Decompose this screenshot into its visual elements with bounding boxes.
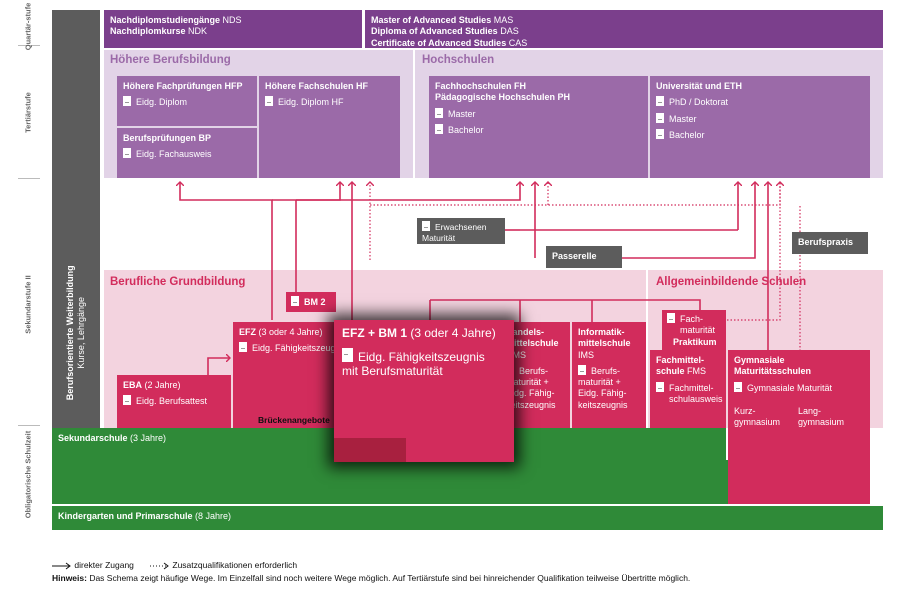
document-icon: [342, 348, 353, 362]
document-icon: [435, 123, 443, 134]
highlight-corner-shade: [334, 438, 406, 462]
hoehere-title: Höhere Berufsbildung: [110, 54, 231, 66]
document-icon: [656, 128, 664, 139]
fh-ph-box: Fachhochschulen FH Pädagogische Hochschu…: [429, 76, 648, 178]
document-icon: [578, 364, 586, 375]
document-icon: [123, 96, 131, 107]
brueckenangebote-label: Brückenangebote: [258, 415, 330, 425]
fms-box: Fachmittel- schule FMS Fachmittel- schul…: [650, 350, 726, 428]
legend-note: Hinweis: Das Schema zeigt häufige Wege. …: [52, 573, 691, 583]
sekundarschule-label: Sekundarschule (3 Jahre): [58, 433, 167, 443]
grundbildung-title: Berufliche Grundbildung: [110, 276, 246, 288]
eba-box: EBA (2 Jahre) Eidg. Berufsattest: [117, 375, 231, 428]
quartaer-right-box: Master of Advanced Studies MAS Diploma o…: [365, 10, 883, 48]
legend-extra: Zusatzqualifikationen erforderlich: [150, 560, 297, 570]
gymnasium-box: Gymnasiale Maturitätsschulen Gymnasiale …: [728, 350, 870, 504]
document-icon: [291, 296, 299, 306]
document-icon: [422, 221, 430, 231]
document-icon: [667, 313, 675, 323]
document-icon: [656, 112, 664, 123]
bm2-box: BM 2: [286, 292, 336, 312]
solid-arrow-icon: [52, 562, 71, 570]
hochschulen-title: Hochschulen: [422, 54, 495, 66]
document-icon: [239, 342, 247, 353]
efz-box: EFZ (3 oder 4 Jahre) Eidg. Fähigkeitszeu…: [233, 322, 347, 428]
uni-eth-box: Universität und ETH PhD / Doktorat Maste…: [650, 76, 870, 178]
informatikmittelschule-box: Informatik- mittelschule IMS Berufs- mat…: [572, 322, 646, 428]
hfp-box: Höhere Fachprüfungen HFP Eidg. Diplom: [117, 76, 257, 126]
document-icon: [435, 107, 443, 118]
document-icon: [265, 96, 273, 107]
document-icon: [734, 381, 742, 392]
dotted-arrow-icon: [150, 562, 169, 570]
bp-box: Berufsprüfungen BP Eidg. Fachausweis: [117, 128, 257, 178]
weiterbildung-column: [52, 10, 100, 428]
passerelle-box: Passerelle: [546, 246, 622, 268]
document-icon: [123, 148, 131, 159]
document-icon: [123, 395, 131, 406]
hf-box: Höhere Fachschulen HF Eidg. Diplom HF: [259, 76, 400, 178]
legend-direct: direkter Zugang: [52, 560, 134, 570]
document-icon: [656, 381, 664, 392]
fachmaturitaet-box: Fach- maturität Praktikum: [662, 310, 726, 350]
erwachsenen-maturitaet-box: Erwachsenen Maturität: [417, 218, 505, 244]
quartaer-left-box: Nachdiplomstudiengänge NDS Nachdiplomkur…: [104, 10, 362, 48]
efz-bm1-highlight-card[interactable]: EFZ + BM 1 (3 oder 4 Jahre) Eidg. Fähigk…: [334, 320, 514, 462]
berufspraxis-box: Berufspraxis: [792, 232, 868, 254]
document-icon: [656, 96, 664, 107]
primarschule-block: Kindergarten und Primarschule (8 Jahre): [52, 506, 883, 530]
